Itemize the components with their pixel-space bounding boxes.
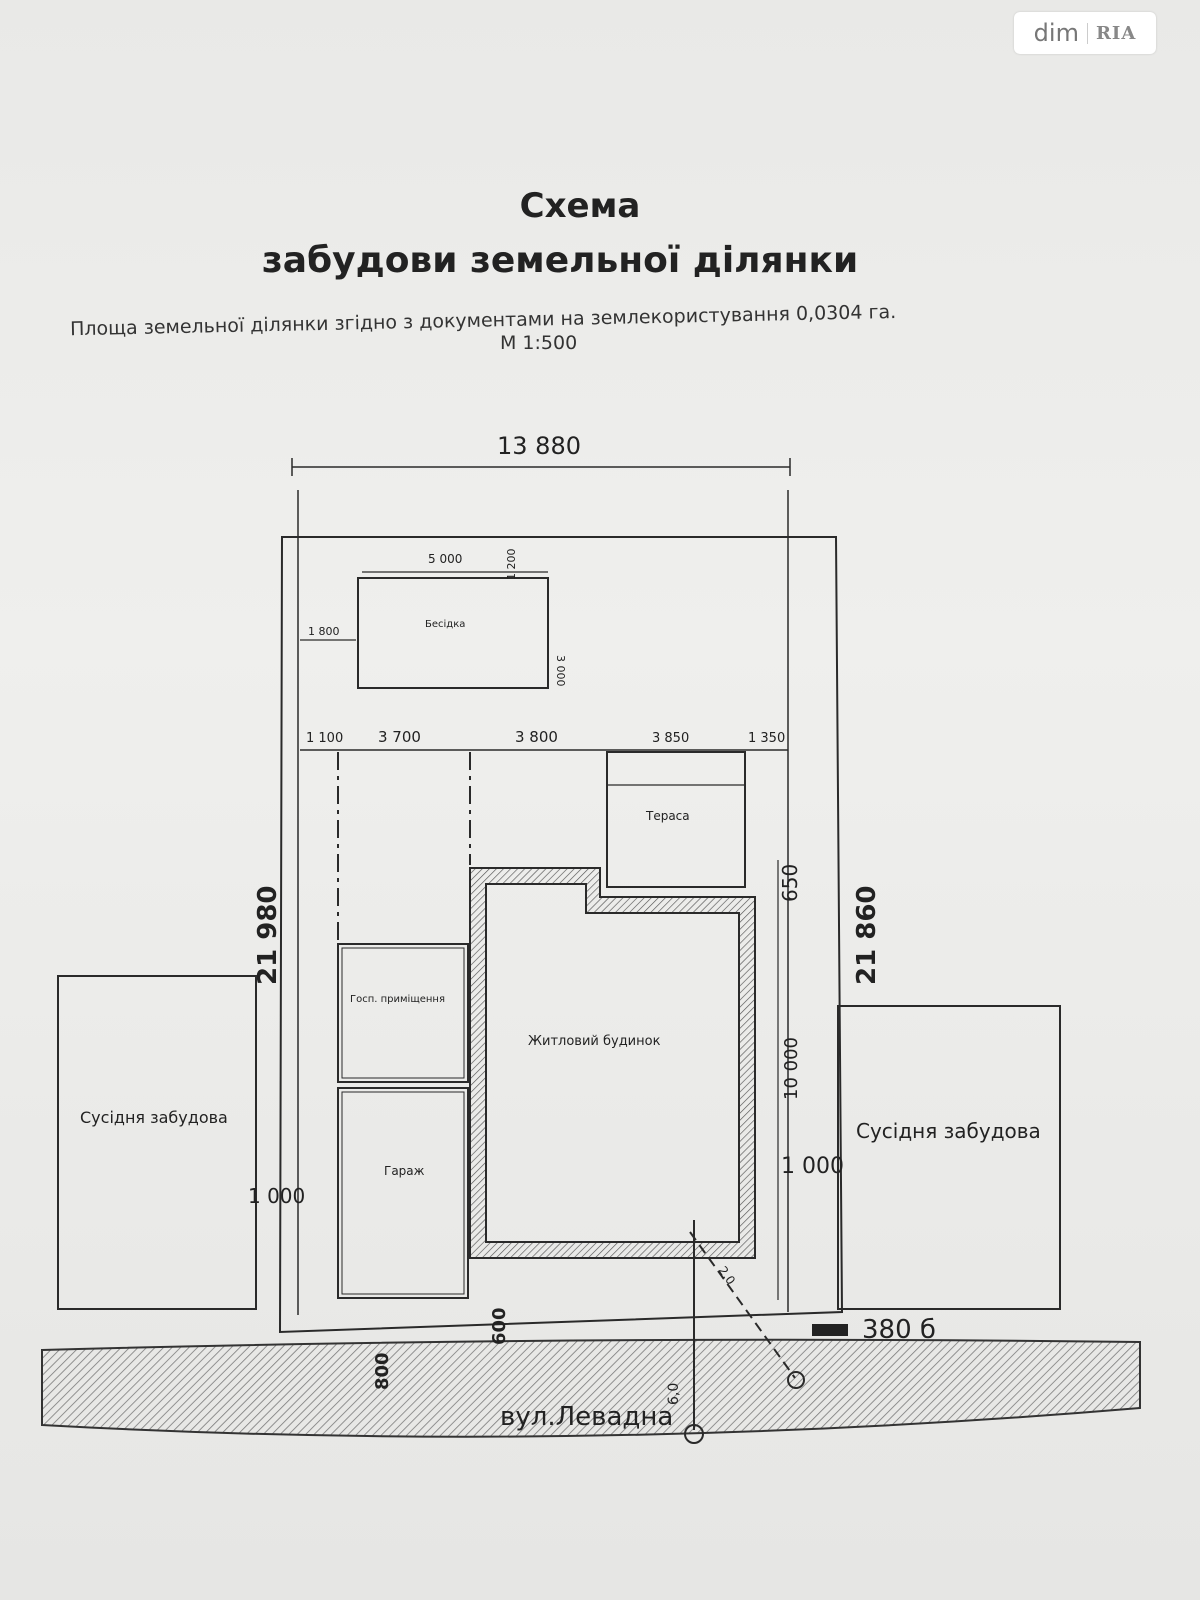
gazebo-offset-dim: 1 800 [308, 625, 340, 638]
watermark-sub: RIA [1086, 22, 1136, 44]
left-height-dim: 21 980 [253, 885, 283, 985]
dimria-watermark: dim RIA [1014, 12, 1156, 54]
diag-dim-2: 2,0 [716, 1264, 738, 1288]
garage-label: Гараж [384, 1164, 425, 1178]
house-label: Житловий будинок [528, 1034, 661, 1049]
corner-note: 380 б [862, 1315, 936, 1345]
scale-label: М 1:500 [500, 332, 578, 354]
right-side-dim: 1 000 [781, 1154, 844, 1179]
street-label: вул.Левадна [500, 1402, 673, 1432]
row-dim-2: 3 700 [378, 728, 421, 746]
neighbor-right-label: Сусідня забудова [856, 1119, 1041, 1143]
row-dim-4: 3 850 [652, 731, 689, 746]
street-band [41, 1338, 1141, 1438]
neighbor-right-outline [837, 1005, 1061, 1310]
gazebo-depth-dim: 1 200 [505, 549, 518, 581]
gazebo-outline [357, 577, 549, 689]
house-depth-dim: 10 000 [781, 1037, 802, 1100]
watermark-brand: dim [1033, 19, 1079, 47]
gazebo-label: Бесідка [425, 618, 465, 630]
row-dim-3: 3 800 [515, 728, 558, 746]
left-side-dim: 1 000 [248, 1184, 305, 1208]
utility-outline [337, 943, 469, 1083]
front-600-dim: 600 [489, 1307, 510, 1345]
right-height-dim: 21 860 [852, 885, 882, 985]
neighbor-left-outline [57, 975, 257, 1310]
gazebo-width-dim: 5 000 [428, 552, 462, 566]
neighbor-left-label: Сусідня забудова [80, 1108, 228, 1127]
terrace-outline [606, 751, 746, 888]
row-dim-1: 1 100 [306, 731, 343, 746]
terrace-gap-dim: 650 [778, 864, 802, 902]
utility-label: Госп. приміщення [350, 993, 445, 1005]
title-line-1: Схема [519, 186, 641, 226]
top-dim-label: 13 880 [497, 432, 581, 460]
gazebo-height-dim: 3 000 [554, 655, 567, 687]
diag-dim-1: 6,0 [666, 1383, 682, 1405]
document-title: Схема забудови земельної ділянки [60, 186, 1060, 281]
row-dim-5: 1 350 [748, 731, 785, 746]
plot-boundary [278, 536, 844, 1334]
terrace-label: Тераса [645, 809, 690, 823]
front-800-dim: 800 [372, 1352, 393, 1390]
house-walls [469, 867, 756, 1259]
garage-outline [337, 1087, 469, 1299]
title-line-2: забудови земельної ділянки [261, 240, 859, 281]
